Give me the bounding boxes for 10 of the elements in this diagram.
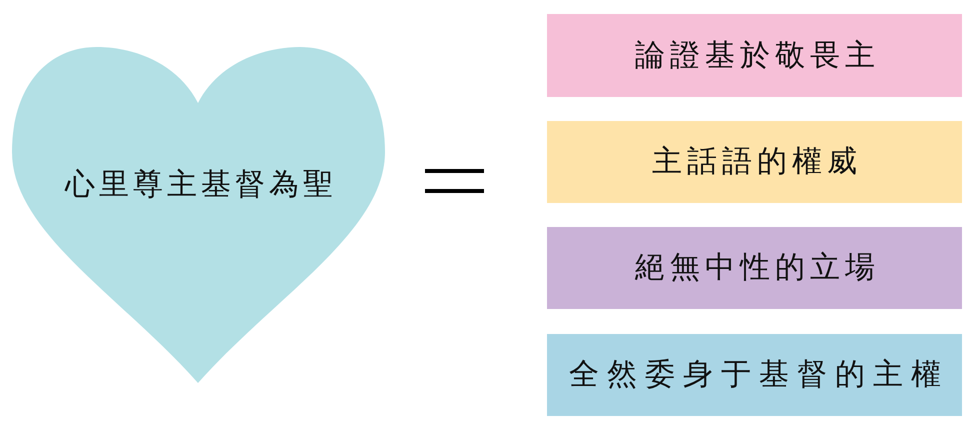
- heart-shape: [12, 47, 385, 383]
- statement-text: 全然委身于基督的主權: [569, 357, 949, 393]
- statement-box: [547, 121, 962, 203]
- statement-box: [547, 227, 962, 309]
- heart-label: 心里尊主基督為聖: [65, 167, 337, 203]
- statement-text: 絕無中性的立場: [635, 250, 880, 286]
- statement-text: 主話語的權威: [652, 144, 862, 180]
- statement-box: [547, 14, 962, 97]
- statement-box: [547, 334, 962, 416]
- statement-text: 論證基於敬畏主: [635, 38, 880, 74]
